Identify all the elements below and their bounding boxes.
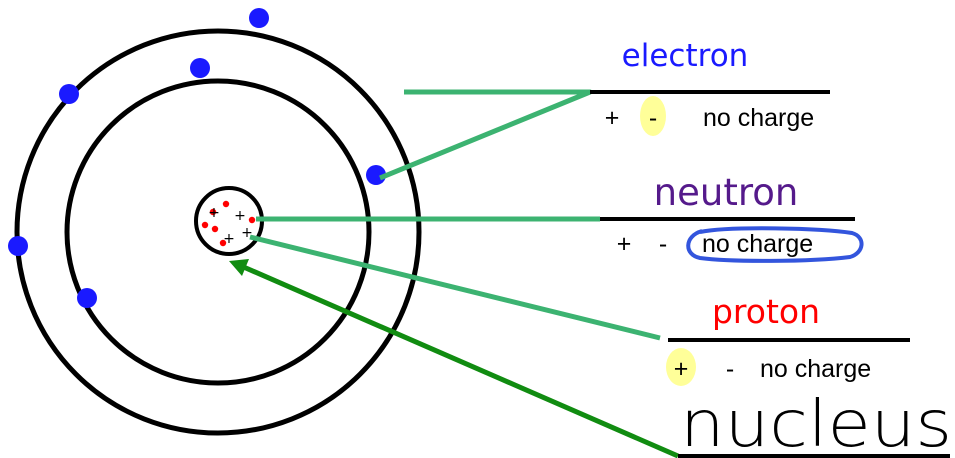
neutron-circle-mark [686, 226, 864, 263]
nucleus-sign: + [208, 205, 220, 221]
nucleus-label: nucleus [680, 388, 952, 458]
proton-option-no-charge: no charge [760, 355, 871, 383]
electron-dot [249, 8, 269, 28]
outer-orbit [14, 28, 422, 436]
nucleus-arrowhead [229, 259, 249, 276]
electron-option-plus: + [605, 104, 620, 132]
electron-dot [8, 236, 28, 256]
neutron-option-no-charge: no charge [702, 230, 813, 258]
proton-connector [249, 234, 661, 341]
nucleus-particle [201, 221, 209, 229]
neutron-label: neutron [654, 171, 799, 214]
proton-highlight [666, 348, 696, 386]
proton-option-minus: - [726, 355, 734, 383]
proton-option-plus: + [674, 355, 689, 383]
electron-option-minus: - [649, 104, 657, 132]
neutron-option-minus: - [659, 230, 667, 258]
electron-dot [77, 288, 97, 308]
nucleus-sign: + [241, 225, 253, 241]
inner-orbit [64, 78, 372, 386]
nucleus-arrow [238, 262, 679, 458]
electron-connector [379, 89, 593, 181]
electron-option-no-charge: no charge [703, 104, 814, 132]
nucleus-sign: + [223, 231, 235, 247]
electron-dot [59, 84, 79, 104]
nucleus-particle [222, 200, 230, 208]
electron-label: electron [622, 38, 749, 74]
nucleus-particle [211, 225, 219, 233]
electron-highlight [640, 96, 666, 136]
electron-dot [190, 58, 210, 78]
nucleus-particle [248, 216, 256, 224]
proton-label: proton [712, 292, 820, 331]
neutron-option-plus: + [617, 230, 632, 258]
nucleus-sign: + [234, 208, 246, 224]
nucleus-particle [209, 208, 217, 216]
nucleus-particle [219, 239, 227, 247]
